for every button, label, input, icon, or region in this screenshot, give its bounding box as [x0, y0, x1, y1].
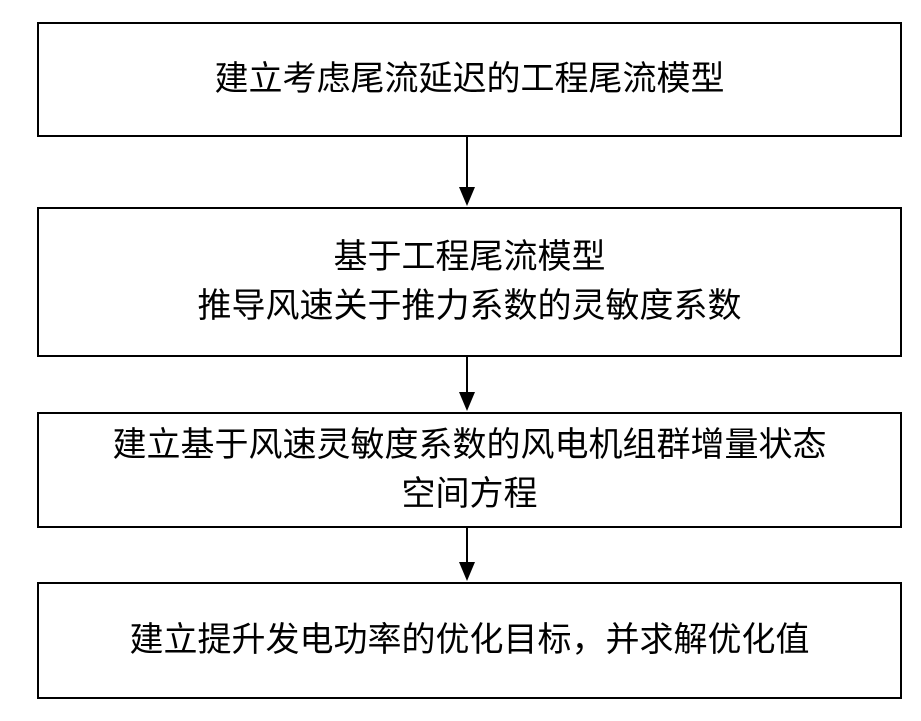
step-3-box: 建立基于风速灵敏度系数的风电机组群增量状态 空间方程 — [37, 412, 902, 528]
step-3-text-line-2: 空间方程 — [402, 470, 538, 519]
step-2-text-line-2: 推导风速关于推力系数的灵敏度系数 — [198, 282, 742, 331]
arrow-1-to-2 — [459, 137, 475, 206]
step-4-text: 建立提升发电功率的优化目标，并求解优化值 — [130, 616, 810, 665]
arrow-2-head — [459, 392, 475, 411]
arrow-2-to-3 — [459, 357, 475, 411]
arrow-3-to-4 — [459, 528, 475, 581]
step-2-text-line-1: 基于工程尾流模型 — [334, 233, 606, 282]
step-2-box: 基于工程尾流模型 推导风速关于推力系数的灵敏度系数 — [37, 207, 902, 357]
step-3-text-line-1: 建立基于风速灵敏度系数的风电机组群增量状态 — [113, 421, 827, 470]
step-1-text: 建立考虑尾流延迟的工程尾流模型 — [215, 55, 725, 104]
arrow-3-head — [459, 562, 475, 581]
step-4-box: 建立提升发电功率的优化目标，并求解优化值 — [37, 582, 902, 699]
step-1-box: 建立考虑尾流延迟的工程尾流模型 — [37, 22, 902, 137]
arrow-1-head — [459, 187, 475, 206]
